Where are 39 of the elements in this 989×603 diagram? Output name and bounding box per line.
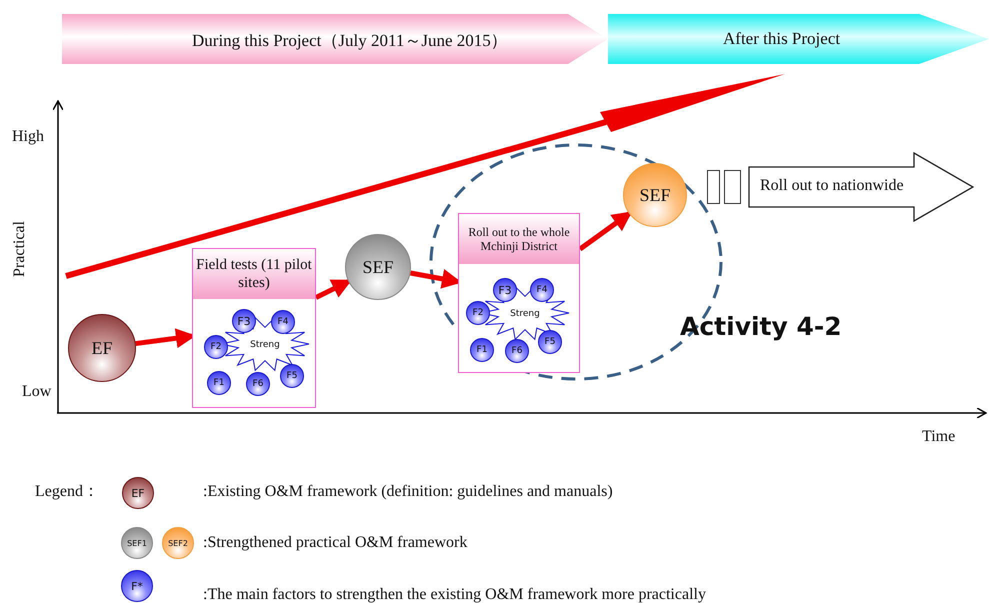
factor-circle: F6	[505, 339, 529, 363]
factor-circle: F3	[232, 309, 256, 333]
step-bar	[707, 170, 720, 204]
legend-symbol: EF	[122, 477, 154, 509]
framework-circle: EF	[68, 314, 136, 382]
legend-text: :The main factors to strengthen the existing O&M framework more practically	[203, 586, 706, 603]
card-title: Roll out to the whole Mchinji District	[459, 214, 579, 264]
factor-circle: F2	[466, 301, 490, 325]
legend-symbol: SEF1	[121, 527, 153, 559]
arrow	[314, 279, 352, 300]
factor-circle: F1	[207, 371, 231, 395]
timeline-band: After this Project	[608, 14, 989, 64]
factor-circle: F5	[538, 330, 562, 354]
legend-symbol: SEF2	[162, 527, 194, 559]
axis-label: Low	[22, 383, 52, 401]
card-title: Field tests (11 pilot sites)	[193, 249, 315, 299]
legend-title: Legend：	[35, 482, 99, 502]
activity-label: Activity 4-2	[680, 312, 842, 341]
factor-circle: F2	[204, 335, 228, 359]
axis-title: Time	[922, 428, 956, 446]
factor-circle: F3	[493, 278, 517, 302]
legend-symbol: F*	[121, 570, 153, 602]
factor-circle: F6	[246, 372, 270, 396]
framework-circle: SEF	[345, 234, 411, 300]
factor-circle: F5	[280, 364, 304, 388]
axis-title: Practical	[10, 221, 29, 277]
timeline-band: During this Project（July 2011～June 2015）	[62, 14, 608, 64]
framework-circle: SEF	[623, 163, 687, 227]
factor-circle: F1	[470, 338, 494, 362]
stage-card	[192, 248, 316, 408]
arrow	[578, 211, 632, 252]
legend-text: :Existing O&M framework (definition: guidelines and manuals)	[203, 483, 613, 501]
factor-circle: F4	[530, 278, 554, 302]
block-arrow: Roll out to nationwide	[748, 152, 974, 222]
stage-card	[458, 213, 580, 373]
factor-circle: F4	[271, 310, 295, 334]
legend-text: :Strengthened practical O&M framework	[203, 534, 468, 552]
axis-label: High	[12, 128, 44, 146]
step-bar	[724, 170, 741, 204]
